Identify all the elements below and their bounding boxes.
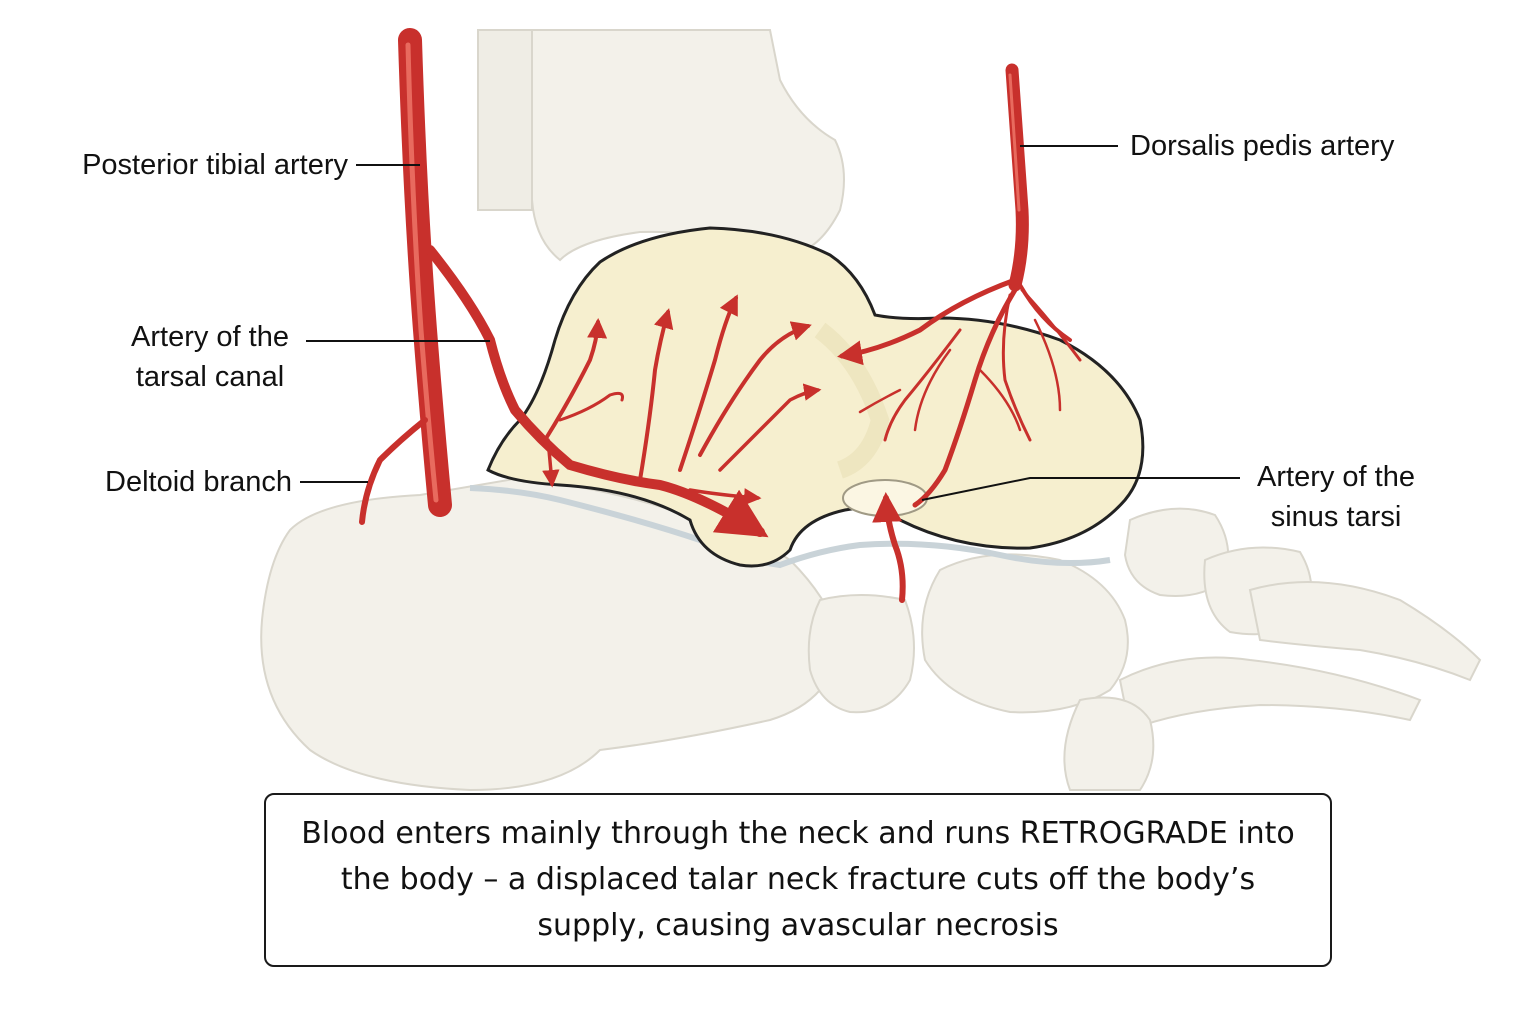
sinus-tarsi-artery-vessel [872,492,906,603]
dorsalis-pedis-highlight [1008,73,1021,212]
posterior-tibial-highlight [405,42,439,503]
dorsalis-branch-1 [837,277,1018,366]
label-tarsal-canal-line1: Artery of the [131,321,289,353]
cuboid-bone [807,594,915,714]
label-tarsal-canal-line2: tarsal canal [135,361,285,393]
talus-branch-4 [698,321,812,457]
label-dorsalis-pedis-artery: Dorsalis pedis artery [1130,130,1395,162]
deltoid-branch-vessel [359,417,428,525]
subtalar-joint-line [469,485,1111,569]
caption-text: Blood enters mainly through the neck and… [301,816,1295,943]
arteries [359,28,1082,603]
talus-branch-3 [678,294,738,472]
label-deltoid-branch: Deltoid branch [105,466,292,498]
dorsalis-pedis-artery-vessel [1005,63,1029,292]
tibia-shaft [477,29,533,211]
posterior-tibial-artery-vessel [398,28,452,517]
talus-branch-5 [718,383,822,472]
talus-branch-1 [543,318,608,442]
caption-box: Blood enters mainly through the neck and… [264,793,1332,967]
metatarsal-bone-2 [1118,656,1422,732]
dorsalis-branch-9 [1033,318,1062,412]
leader-lines [300,145,1240,501]
dorsalis-branch-4 [1020,288,1082,362]
dorsalis-branch-5 [1001,293,1032,442]
leader-sinus-tarsi [921,477,1240,501]
talus-branch-2 [638,308,674,482]
background-bones [260,29,1482,792]
dorsalis-branch-7 [978,368,1022,432]
dorsalis-branch-10 [858,388,902,414]
metatarsal-bone-1 [1248,581,1482,682]
label-sinus-tarsi-line1: Artery of the [1257,461,1415,493]
talus-branch-1a [558,391,624,422]
dorsalis-branch-6 [883,328,962,442]
navicular-bone [921,553,1129,714]
dorsalis-branch-8 [913,348,952,432]
label-sinus-tarsi-line2: sinus tarsi [1270,501,1402,533]
cuneiform-bone-3 [1063,696,1155,791]
talus-branch-6 [688,488,762,506]
dorsalis-branch-2 [912,282,1021,508]
talus-branch-7 [542,438,560,488]
label-posterior-tibial-artery: Posterior tibial artery [82,149,348,181]
